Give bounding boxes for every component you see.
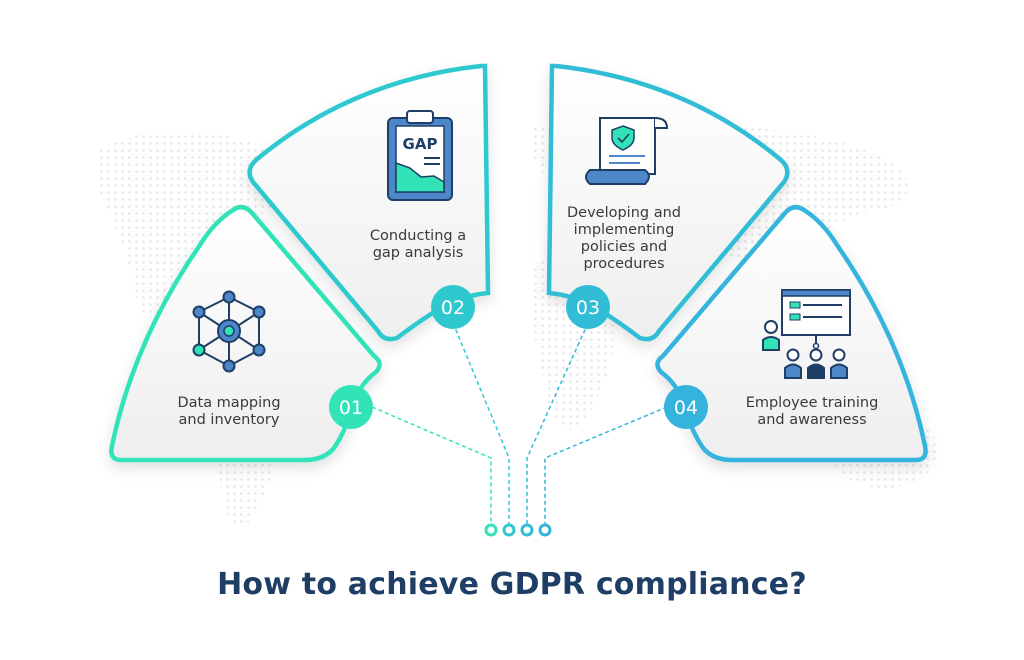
step-label-line: procedures [583,256,665,272]
connector-02 [452,322,510,524]
step-label-line: and awareness [757,412,867,428]
step-badge-03: 03 [566,285,610,329]
connector-01 [371,406,492,524]
step-label-02: Conducting a gap analysis [352,228,484,262]
step-label-line: policies and [580,239,668,255]
connector-node-01 [484,523,498,537]
page-title: How to achieve GDPR compliance? [217,567,807,602]
step-number-01: 01 [339,397,363,419]
step-label-01: Data mapping and inventory [163,395,295,429]
gap-label: GAP [403,135,438,153]
step-badge-01: 01 [329,385,373,429]
connector-node-02 [502,523,516,537]
step-number-03: 03 [576,297,600,319]
connector-03 [526,322,589,524]
step-label-04: Employee training and awareness [732,395,892,429]
step-label-line: gap analysis [372,245,464,261]
step-label-line: Data mapping [177,395,281,411]
step-number-02: 02 [441,297,465,319]
step-label-line: implementing [573,222,675,238]
gap-clipboard-icon: GAP [387,110,453,201]
step-label-line: Employee training [745,395,879,411]
step-number-04: 04 [674,397,698,419]
connector-nodes [484,523,552,537]
step-badge-02: 02 [431,285,475,329]
connector-node-03 [520,523,534,537]
training-presentation-icon [762,289,851,379]
step-badge-04: 04 [664,385,708,429]
policy-document-icon [585,117,669,185]
step-label-line: Conducting a [369,228,467,244]
connector-lines [371,322,668,524]
step-label-03: Developing and implementing policies and… [554,205,694,273]
connector-node-04 [538,523,552,537]
step-label-line: and inventory [178,412,280,428]
network-cube-icon [192,290,266,373]
step-label-line: Developing and [566,205,681,221]
connector-04 [544,406,668,524]
